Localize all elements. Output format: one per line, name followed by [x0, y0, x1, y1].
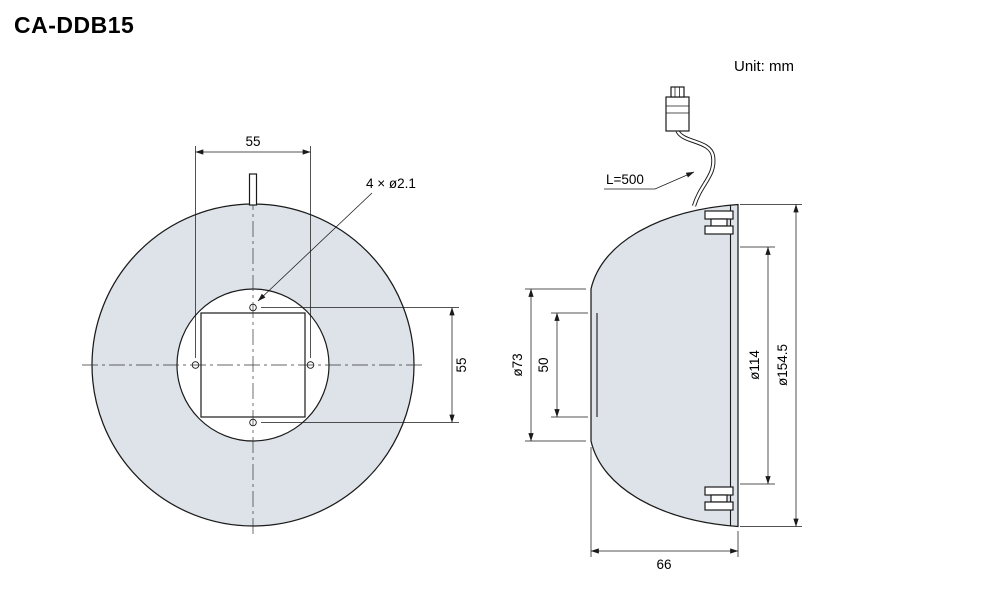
cable-length-callout: L=500: [604, 171, 695, 190]
dim-opening: 50: [536, 312, 588, 418]
holes-callout: 4 × ø2.1: [257, 176, 416, 302]
cable-length-label: L=500: [606, 172, 644, 187]
page-title: CA-DDB15: [14, 12, 135, 38]
dim-label-o114: ø114: [747, 350, 762, 380]
dim-label-o73: ø73: [510, 353, 525, 376]
side-view: L=500 ø73 50 ø114: [510, 86, 802, 572]
dim-inner-diameter: ø73: [510, 288, 586, 442]
front-view: 55 55 4 × ø2.1: [82, 134, 469, 536]
dim-depth: 66: [590, 447, 739, 572]
dim-label-55-horizontal: 55: [245, 134, 260, 149]
dim-label-66: 66: [656, 557, 671, 572]
dim-hole-spacing-horizontal: 55: [195, 134, 311, 358]
cable-length-leader: [604, 171, 695, 190]
dim-label-55-vertical: 55: [454, 357, 469, 372]
dim-hole-spacing-vertical: 55: [261, 307, 469, 423]
bottom-screw: [704, 486, 734, 511]
dim-label-50: 50: [536, 357, 551, 372]
holes-callout-leader: [257, 192, 373, 302]
dim-mid-diameter: ø114: [740, 246, 775, 485]
top-screw: [704, 210, 734, 235]
front-cable-stub: [248, 173, 258, 206]
unit-label: Unit: mm: [734, 58, 794, 75]
dim-outer-diameter: ø154.5: [740, 204, 802, 527]
cable: [675, 129, 716, 207]
dome-profile: [590, 203, 739, 528]
holes-callout-label: 4 × ø2.1: [366, 176, 416, 191]
dim-label-o154-5: ø154.5: [775, 344, 790, 386]
connector: [665, 86, 690, 132]
